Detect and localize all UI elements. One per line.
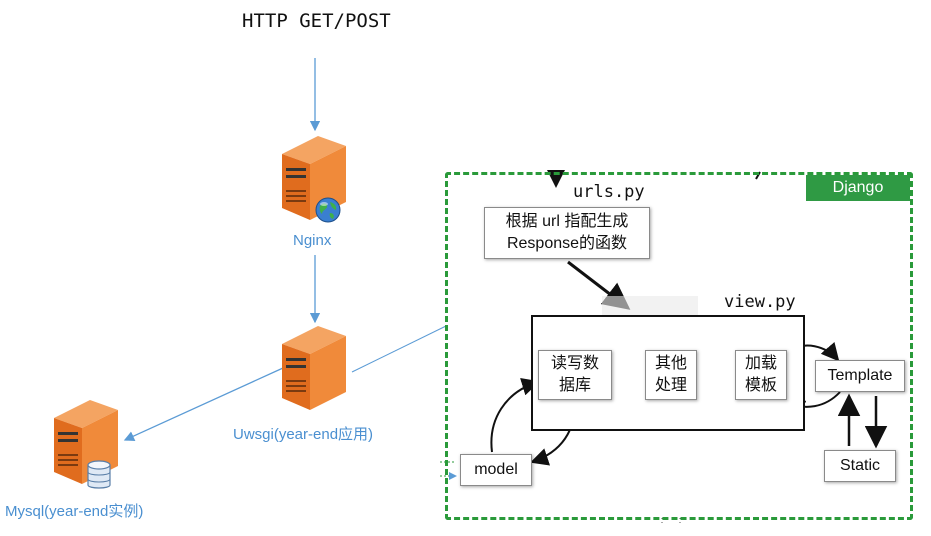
- view-step-template: 加载 模板: [735, 350, 787, 400]
- urls-description-line2: Response的函数: [506, 235, 628, 252]
- view-step-database: 读写数 据库: [538, 350, 612, 400]
- view-step-template-line1: 加载: [744, 355, 777, 372]
- urls-description-box: 根据 url 指配生成 Response的函数: [484, 207, 650, 259]
- uwsgi-to-django-line: [351, 325, 447, 373]
- model-to-database-arrow: [490, 378, 540, 453]
- view-step-other-line1: 其他: [654, 355, 687, 372]
- view-step-other-line2: 处理: [654, 377, 687, 394]
- database-icon: [87, 460, 111, 489]
- static-box: Static: [824, 450, 896, 482]
- view-step-database-line1: 读写数: [550, 355, 599, 372]
- view-step-database-line2: 据库: [558, 377, 591, 394]
- django-tag: Django: [806, 175, 910, 201]
- urls-description-line1: 根据 url 指配生成: [505, 213, 629, 230]
- uwsgi-server-icon: [282, 326, 346, 410]
- nginx-label: Nginx: [293, 232, 332, 249]
- uwsgi-label: Uwsgi(year-end应用): [233, 426, 374, 443]
- view-step-other: 其他 处理: [645, 350, 697, 400]
- template-box: Template: [815, 360, 905, 392]
- urls-file-label: urls.py: [573, 182, 645, 202]
- globe-icon: [315, 197, 341, 223]
- request-label: HTTP GET/POST: [242, 10, 391, 32]
- view-step-template-line2: 模板: [744, 377, 777, 394]
- view-file-label: view.py: [724, 292, 796, 312]
- uwsgi-to-mysql-arrow: [123, 367, 284, 441]
- model-box: model: [460, 454, 532, 486]
- mysql-label: Mysql(year-end实例): [5, 503, 144, 520]
- django-frame: [445, 172, 913, 520]
